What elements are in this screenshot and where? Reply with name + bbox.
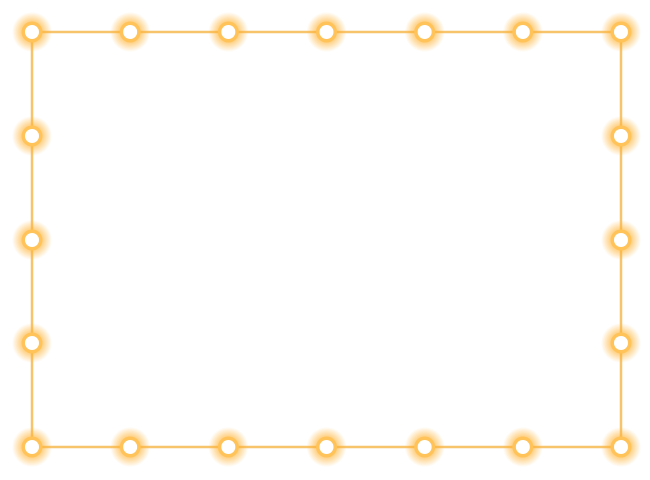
light-bulb-top-7 bbox=[601, 12, 641, 52]
bulb-center bbox=[25, 129, 39, 143]
bulb-center bbox=[417, 440, 432, 454]
light-bulb-bottom-1 bbox=[12, 427, 52, 467]
bulb-center bbox=[515, 25, 530, 39]
bulb-center bbox=[614, 129, 628, 143]
light-bulb-left-2 bbox=[12, 220, 52, 260]
bulb-center bbox=[614, 440, 628, 454]
light-bulb-right-3 bbox=[601, 323, 641, 363]
bulb-center bbox=[614, 336, 628, 350]
bulb-center bbox=[319, 440, 334, 454]
bulb-center bbox=[25, 233, 39, 247]
bulb-center bbox=[221, 25, 236, 39]
frame-wire bbox=[30, 30, 623, 449]
bulb-center bbox=[25, 25, 39, 39]
bulb-center bbox=[25, 440, 39, 454]
bulb-center bbox=[515, 440, 530, 454]
light-bulb-bottom-2 bbox=[110, 427, 151, 467]
bulb-center bbox=[123, 440, 138, 454]
light-bulb-bottom-3 bbox=[208, 427, 249, 467]
light-bulb-bottom-5 bbox=[404, 427, 445, 467]
bulb-layer bbox=[12, 12, 641, 467]
light-bulb-bottom-6 bbox=[502, 427, 543, 467]
light-bulb-left-1 bbox=[12, 116, 52, 156]
light-bulb-top-1 bbox=[12, 12, 52, 52]
light-bulb-left-3 bbox=[12, 323, 52, 363]
bulb-center bbox=[614, 25, 628, 39]
bulb-center bbox=[221, 440, 236, 454]
light-bulb-right-1 bbox=[601, 116, 641, 156]
light-bulb-bottom-4 bbox=[306, 427, 347, 467]
light-bulb-top-6 bbox=[502, 12, 543, 52]
light-bulb-top-2 bbox=[110, 12, 151, 52]
light-bulb-bottom-7 bbox=[601, 427, 641, 467]
light-bulb-top-4 bbox=[306, 12, 347, 52]
light-bulb-top-3 bbox=[208, 12, 249, 52]
light-bulb-right-2 bbox=[601, 220, 641, 260]
light-bulb-top-5 bbox=[404, 12, 445, 52]
bulb-center bbox=[614, 233, 628, 247]
bulb-center bbox=[417, 25, 432, 39]
bulb-center bbox=[25, 336, 39, 350]
bulb-center bbox=[319, 25, 334, 39]
bulb-center bbox=[123, 25, 138, 39]
